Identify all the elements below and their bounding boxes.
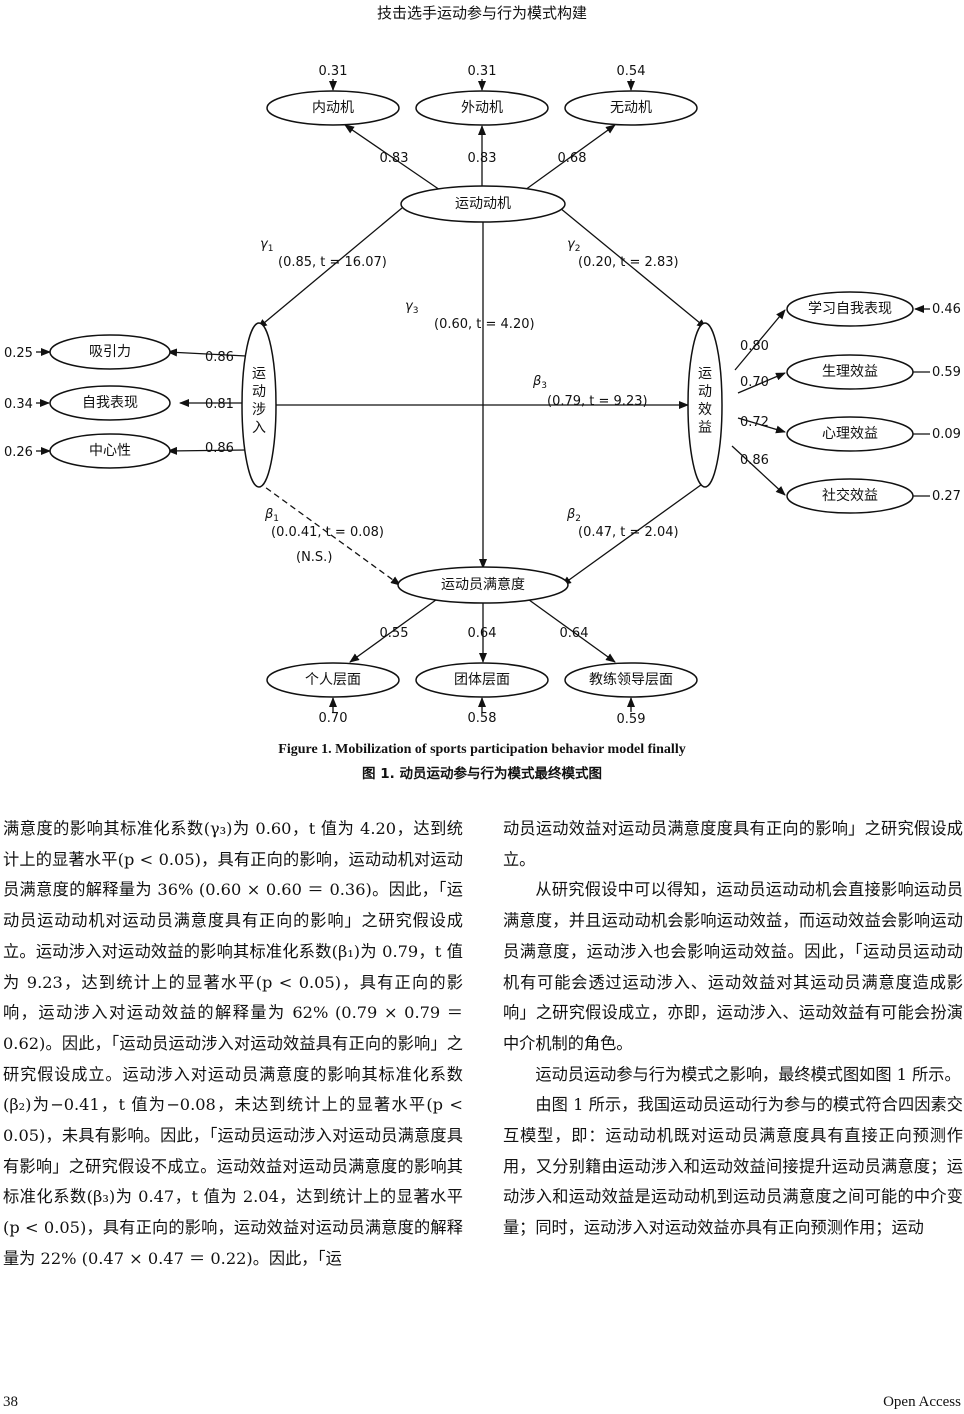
beta3-stat: (0.79, t = 9.23) xyxy=(547,394,648,409)
err-self-expression: 0.34 xyxy=(4,397,33,412)
node-learning: 学习自我表现 xyxy=(808,301,892,317)
node-personal-shape xyxy=(266,662,400,698)
node-centrality-shape xyxy=(49,433,171,469)
edge-involvement-attraction xyxy=(167,348,247,357)
node-psychological: 心理效益 xyxy=(822,426,878,442)
load-coach: 0.64 xyxy=(560,626,589,641)
figure-caption-en: Figure 1. Mobilization of sports partici… xyxy=(278,742,686,757)
err-physiological: 0.59 xyxy=(932,365,961,380)
node-personal: 个人层面 xyxy=(305,672,361,688)
load-social: 0.86 xyxy=(740,453,769,468)
err-personal: 0.70 xyxy=(319,711,348,726)
beta2-symbol: β2 xyxy=(566,507,581,524)
err-amotivation: 0.54 xyxy=(617,64,646,79)
node-amotivation: 无动机 xyxy=(610,100,652,116)
journal-footer: Open Access xyxy=(883,1394,961,1410)
beta1-stat: (0.0.41, t = 0.08) xyxy=(271,525,384,540)
edge-gamma2 xyxy=(559,207,707,329)
node-selfexpr-shape xyxy=(49,385,171,421)
load-self-expression: 0.81 xyxy=(205,397,234,412)
node-motivation-shape xyxy=(400,185,566,223)
load-centrality: 0.86 xyxy=(205,441,234,456)
paragraph: 由图 1 所示，我国运动员运动行为参与的模式符合四因素交互模型，即：运动动机既对… xyxy=(503,1095,963,1238)
load-learning: 0.80 xyxy=(740,339,769,354)
err-learning: 0.46 xyxy=(932,302,961,317)
node-team-shape xyxy=(415,662,549,698)
node-team: 团体层面 xyxy=(454,672,510,688)
beta2-stat: (0.47, t = 2.04) xyxy=(578,525,679,540)
load-attraction: 0.86 xyxy=(205,350,234,365)
gamma1-symbol: γ1 xyxy=(260,237,273,254)
edge-motivation-intrinsic xyxy=(344,124,441,191)
node-satisfaction: 运动员满意度 xyxy=(441,576,525,593)
body-column-left: 满意度的影响其标准化系数(γ₃)为 0.60，t 值为 4.20，达到统计上的显… xyxy=(3,814,463,1275)
sem-path-diagram: 内动机 外动机 无动机 运动动机 运动员满意度 吸引力 自我表现 中心性 学习自… xyxy=(4,64,961,727)
node-self-expression: 自我表现 xyxy=(82,395,138,411)
node-centrality: 中心性 xyxy=(89,443,131,459)
node-extrinsic: 外动机 xyxy=(461,100,503,116)
beta1-note: (N.S.) xyxy=(296,550,332,565)
node-attraction: 吸引力 xyxy=(89,344,131,360)
node-benefit-shape xyxy=(687,322,723,488)
node-satisfaction-shape xyxy=(397,566,569,604)
beta3-symbol: β3 xyxy=(532,374,547,391)
load-team: 0.64 xyxy=(468,626,497,641)
load-extrinsic: 0.83 xyxy=(468,151,497,166)
node-motivation: 运动动机 xyxy=(455,196,511,212)
body-column-right: 动员运动效益对运动员满意度度具有正向的影响」之研究假设成立。 从研究假设中可以得… xyxy=(503,814,963,1244)
err-coach: 0.59 xyxy=(617,712,646,727)
node-involvement: 运动涉入 xyxy=(252,366,266,436)
edge-benefit-learning xyxy=(734,309,786,371)
edge-satisfaction-coach xyxy=(524,596,616,663)
gamma3-symbol: γ3 xyxy=(405,299,418,316)
load-psychological: 0.72 xyxy=(740,415,769,430)
node-attraction-shape xyxy=(49,334,171,370)
node-extrinsic-shape xyxy=(415,90,549,126)
page-number: 38 xyxy=(3,1394,18,1410)
err-psychological: 0.09 xyxy=(932,427,961,442)
edge-benefit-psychological xyxy=(737,417,786,434)
paragraph: 满意度的影响其标准化系数(γ₃)为 0.60，t 值为 4.20，达到统计上的显… xyxy=(3,819,463,1268)
node-physiological-shape xyxy=(786,354,914,390)
node-intrinsic: 内动机 xyxy=(312,100,354,116)
edge-motivation-amotivation xyxy=(524,124,616,191)
paragraph: 运动员运动参与行为模式之影响，最终模式图如图 1 所示。 xyxy=(535,1064,961,1084)
err-centrality: 0.26 xyxy=(4,445,33,460)
load-physiological: 0.70 xyxy=(740,375,769,390)
edge-beta2 xyxy=(561,481,706,586)
gamma1-stat: (0.85, t = 16.07) xyxy=(278,255,387,270)
load-personal: 0.55 xyxy=(380,626,409,641)
paragraph: 动员运动效益对运动员满意度度具有正向的影响」之研究假设成立。 xyxy=(503,819,963,869)
err-attraction: 0.25 xyxy=(4,346,33,361)
node-coach: 教练领导层面 xyxy=(589,672,673,688)
err-social: 0.27 xyxy=(932,489,961,504)
node-psychological-shape xyxy=(786,416,914,452)
edge-benefit-physiological xyxy=(737,372,786,394)
err-extrinsic: 0.31 xyxy=(468,64,497,79)
node-benefit: 运动效益 xyxy=(698,366,712,436)
edge-involvement-centrality xyxy=(167,446,247,455)
node-social-shape xyxy=(786,478,914,514)
paragraph: 从研究假设中可以得知，运动员运动动机会直接影响运动员满意度，并且运动动机会影响运… xyxy=(503,880,963,1053)
gamma3-stat: (0.60, t = 4.20) xyxy=(434,317,535,332)
edge-satisfaction-personal xyxy=(349,596,441,663)
gamma2-stat: (0.20, t = 2.83) xyxy=(578,255,679,270)
edge-benefit-social xyxy=(731,445,786,496)
node-social: 社交效益 xyxy=(822,487,878,504)
node-intrinsic-shape xyxy=(266,90,400,126)
figure-caption-zh: 图 1. 动员运动参与行为模式最终模式图 xyxy=(362,766,602,782)
load-amotivation: 0.68 xyxy=(558,151,587,166)
running-title: 技击选手运动参与行为模式构建 xyxy=(376,4,587,22)
node-involvement-shape xyxy=(241,322,277,488)
node-learning-shape xyxy=(786,291,914,327)
edge-gamma1 xyxy=(257,207,403,329)
load-intrinsic: 0.83 xyxy=(380,151,409,166)
node-coach-shape xyxy=(564,662,698,698)
err-team: 0.58 xyxy=(468,711,497,726)
node-amotivation-shape xyxy=(564,90,698,126)
err-intrinsic: 0.31 xyxy=(319,64,348,79)
gamma2-symbol: γ2 xyxy=(567,237,580,254)
beta1-symbol: β1 xyxy=(264,507,279,524)
node-physiological: 生理效益 xyxy=(822,364,878,380)
